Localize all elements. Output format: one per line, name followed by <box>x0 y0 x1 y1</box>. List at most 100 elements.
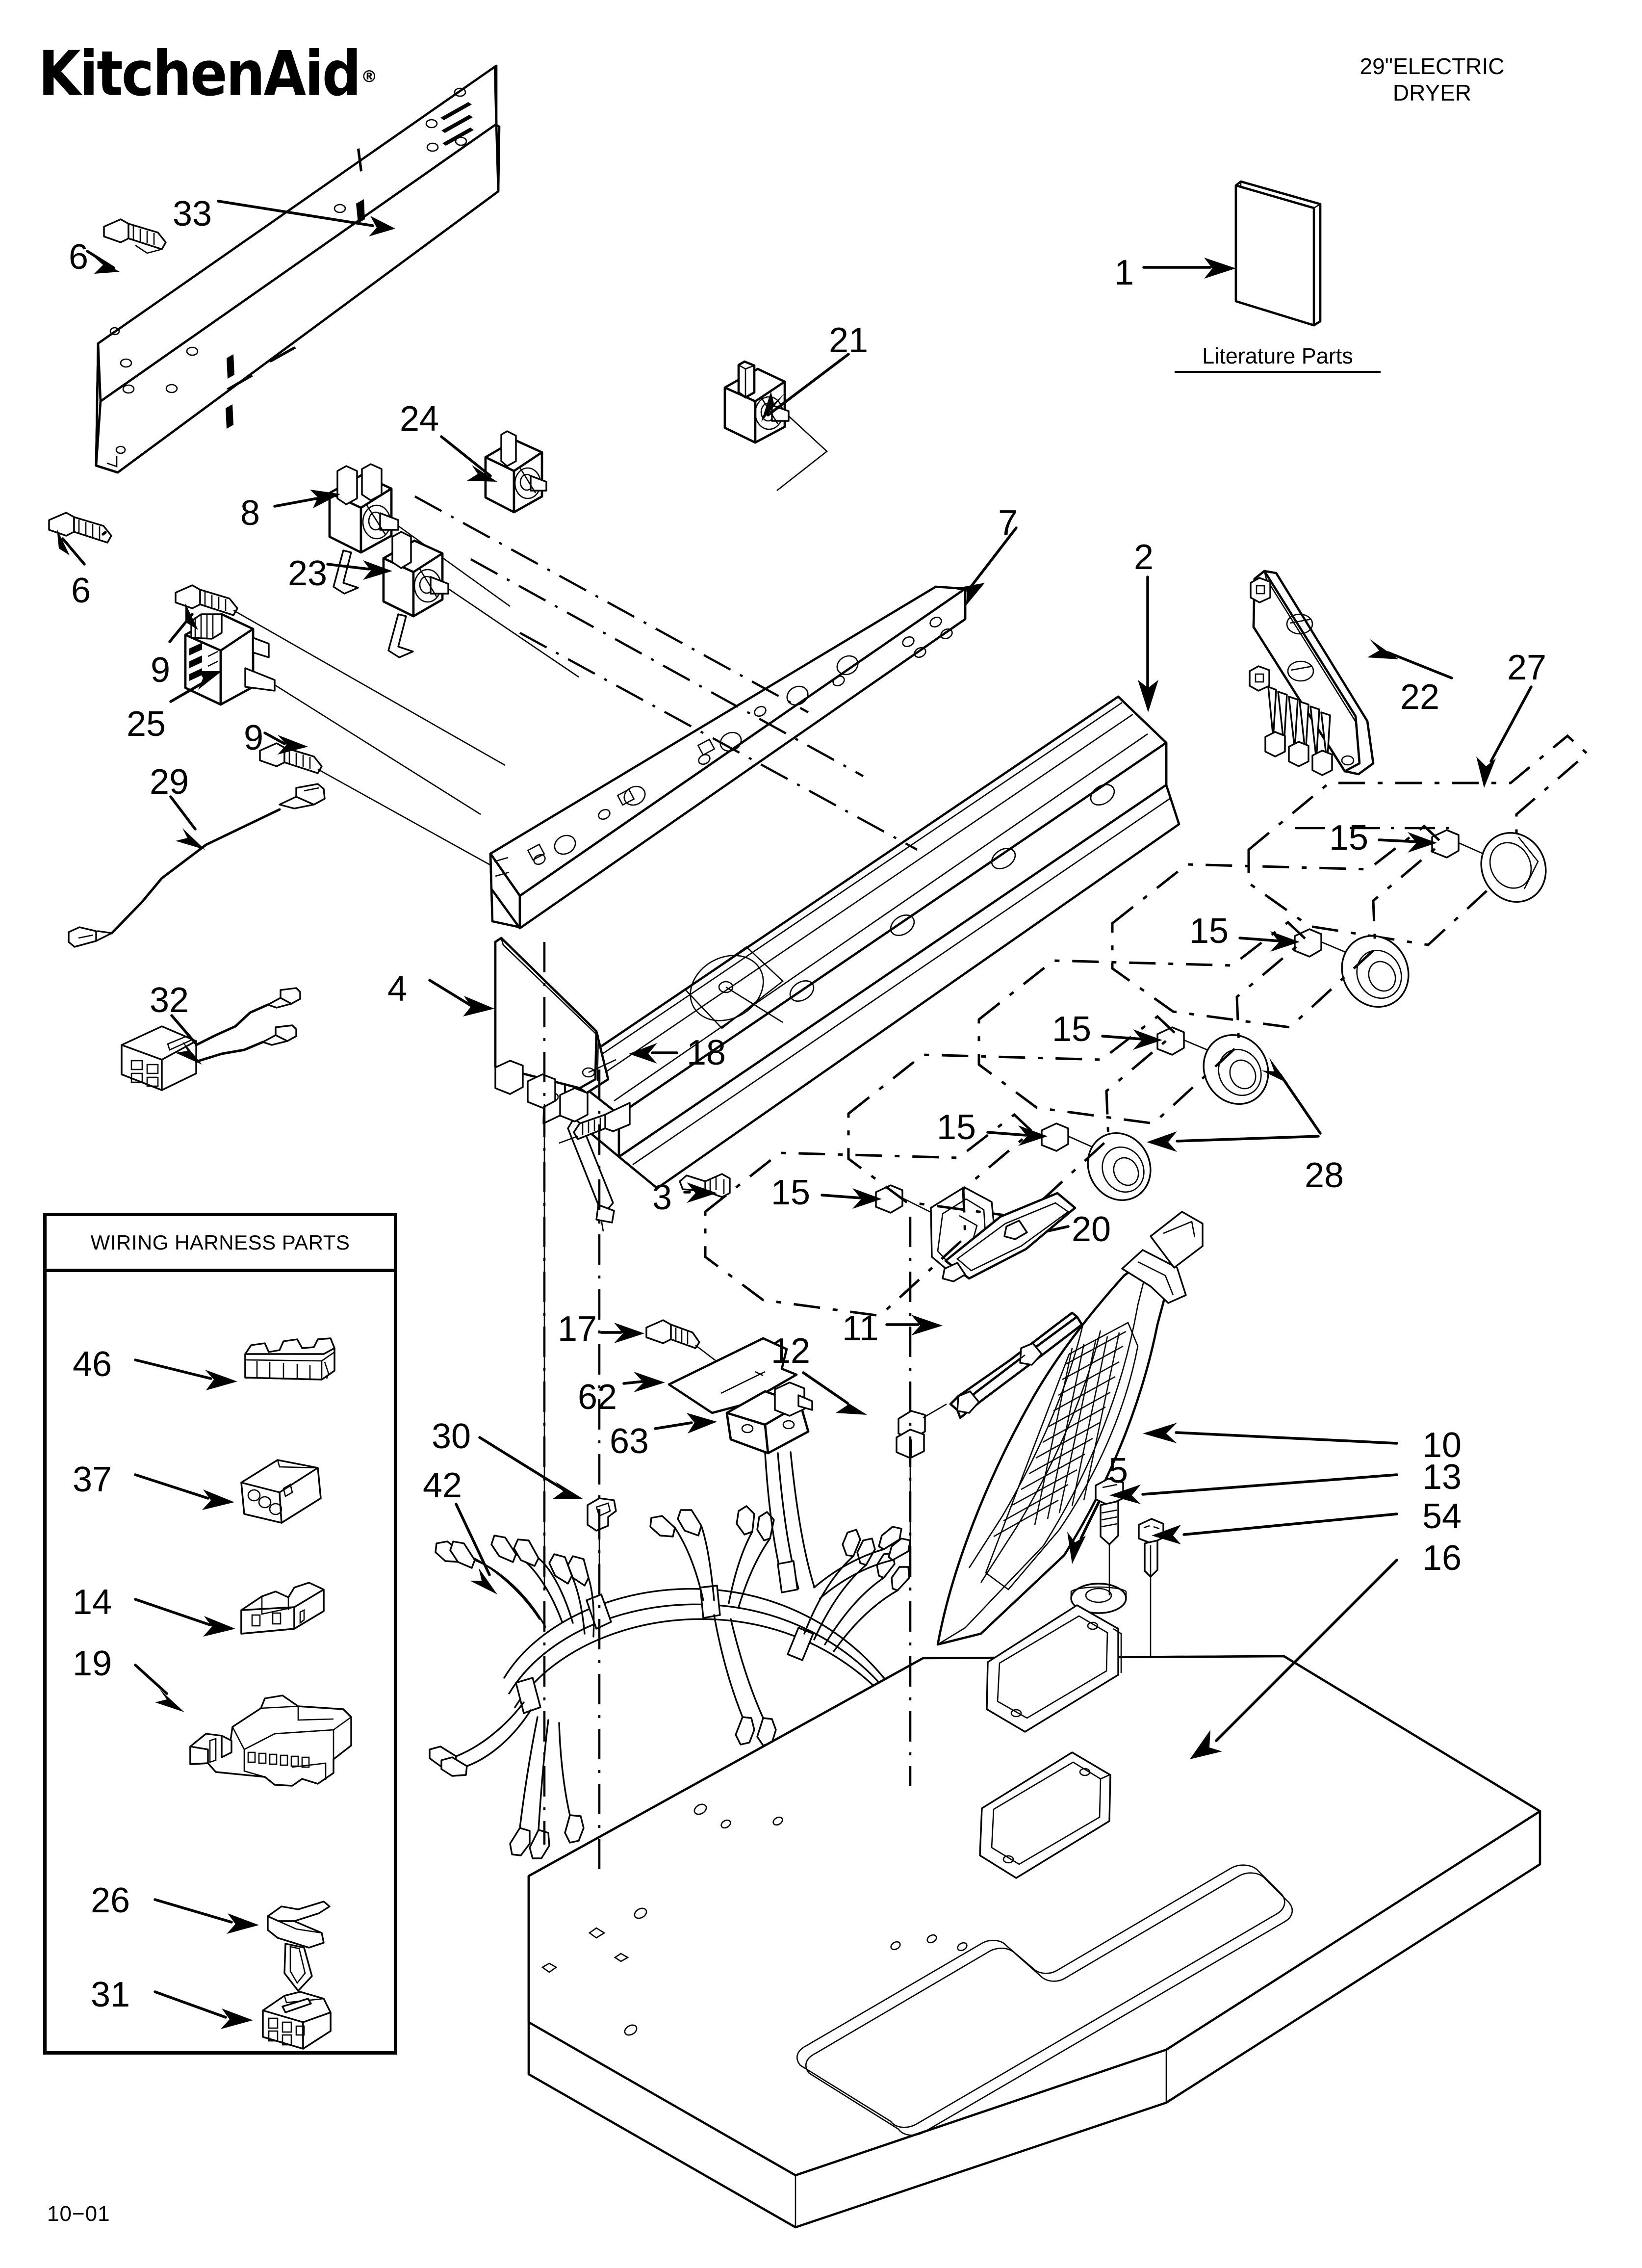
knob-assembly-3 <box>1156 1026 1269 1105</box>
callout-21-push-button-switch: 21 <box>829 321 869 360</box>
wh-callout-37-leader <box>134 1473 234 1510</box>
callout-22-leader <box>1367 639 1453 679</box>
callout-25-leader <box>169 671 222 703</box>
callout-13-hex-screw: 13 <box>1422 1458 1462 1497</box>
callout-15-knob-clip: 15 <box>1329 818 1369 858</box>
wh-callout-19-leader <box>134 1664 184 1712</box>
callout-15-b-leader <box>1238 931 1300 952</box>
knob-assembly-1 <box>1431 829 1547 903</box>
part-22-console-end-cap-bracket <box>1249 570 1375 776</box>
lint-screen-cover-frame <box>942 1192 1077 1282</box>
callout-17-terminal-block-screw: 17 <box>558 1309 597 1349</box>
callout-26-wire-clip: 26 <box>91 1881 130 1920</box>
callout-9-upper-leader <box>168 603 198 643</box>
callout-63-leader <box>654 1413 717 1434</box>
callout-3-leader <box>683 1182 717 1203</box>
callout-5-grommet: 5 <box>1108 1451 1129 1490</box>
callout-24-rotary-switch: 24 <box>400 399 439 439</box>
wh-part-14-two-pin-connector <box>240 1582 325 1635</box>
callout-11-leader <box>885 1315 943 1335</box>
callout-15-knob-clip: 15 <box>771 1173 811 1212</box>
registered-trademark-icon: ® <box>360 67 378 87</box>
callout-11-door-switch-rod: 11 <box>842 1309 879 1348</box>
wiring-harness-parts-box: WIRING HARNESS PARTS <box>43 1213 397 2055</box>
part-9-switch-screw-lower <box>259 742 506 874</box>
callout-15-knob-clip: 15 <box>1189 912 1229 951</box>
callout-23-leader <box>326 560 392 580</box>
callout-4-console-end-cap: 4 <box>387 969 408 1009</box>
callout-4-leader <box>428 979 494 1017</box>
part-28-group-outlines <box>704 824 1444 1317</box>
callout-13-leader <box>1109 1473 1398 1504</box>
part-11-door-switch-rod <box>949 1311 1083 1419</box>
callout-8-selector-switch: 8 <box>240 494 260 533</box>
callout-17-leader <box>600 1323 644 1343</box>
callout-29-jumper-wire-harness: 29 <box>150 762 189 802</box>
callout-62-leader <box>622 1372 665 1392</box>
part-2-console-rear-panel <box>542 695 1180 1232</box>
wh-callout-14-leader <box>134 1598 235 1637</box>
callout-21-leader <box>761 353 850 422</box>
callout-37-three-hole-connector: 37 <box>73 1460 112 1499</box>
wh-part-19-wide-ribbon-connector <box>189 1694 352 1787</box>
callout-30-harness-clip: 30 <box>432 1417 471 1456</box>
part-8-selector-switch <box>328 463 511 607</box>
knob-assembly-4 <box>1041 1122 1152 1201</box>
callout-32-adapter-wire-harness: 32 <box>150 981 189 1020</box>
callout-19-wide-ribbon-connector: 19 <box>73 1644 112 1683</box>
callout-28-leader <box>1147 1058 1322 1152</box>
model-appliance: DRYER <box>1392 80 1472 106</box>
part-32-adapter-wire-harness <box>121 987 301 1091</box>
callout-6-panel-screw: 6 <box>71 571 91 610</box>
callout-54-leader <box>1152 1512 1398 1544</box>
callout-32-leader <box>170 1014 202 1065</box>
model-size-type: 29"ELECTRIC <box>1360 53 1505 79</box>
callout-18-leader <box>629 1043 678 1064</box>
assembly-alignment-lines <box>414 495 1452 1874</box>
part-6-panel-screw-upper <box>103 218 167 254</box>
callout-3-mounting-screw: 3 <box>652 1178 672 1217</box>
callout-14-two-pin-connector: 14 <box>73 1583 112 1622</box>
part-27-knob-group-outline <box>1247 734 1589 946</box>
part-1-literature-booklet <box>1234 180 1322 327</box>
brand-wordmark: KitchenAid <box>38 38 361 110</box>
callout-31-six-pin-connector: 31 <box>91 1975 130 2014</box>
part-33-rear-access-panel <box>95 64 501 474</box>
part-25-timer <box>184 613 481 815</box>
part-7-console-mounting-bracket <box>489 585 967 930</box>
part-4-console-end-cap <box>494 937 616 1590</box>
part-24-rotary-switch <box>484 430 547 514</box>
page-title: 29"ELECTRIC DRYER <box>1295 53 1569 106</box>
callout-42-leader <box>455 1503 497 1594</box>
part-6-panel-screw-lower <box>48 512 112 544</box>
wh-callout-31-leader <box>154 1990 253 2029</box>
callout-1-literature-booklet: 1 <box>1114 253 1134 292</box>
callout-27-knob-group-27: 27 <box>1507 648 1547 687</box>
wh-callout-26-leader <box>154 1898 259 1934</box>
callout-15-knob-clip: 15 <box>1052 1010 1092 1049</box>
callout-29-leader <box>169 795 205 850</box>
callout-33-leader <box>217 200 395 236</box>
part-29-jumper-wire-harness <box>68 783 326 948</box>
part-16-cabinet-top-panel <box>527 1604 1541 2229</box>
callout-12-leader <box>802 1371 867 1415</box>
callout-15-e-leader <box>821 1188 882 1209</box>
wh-part-31-six-pin-connector <box>262 1991 332 2050</box>
part-63-terminal-block <box>725 1382 813 1455</box>
part-10-lint-screen <box>936 1211 1204 1646</box>
wh-part-26-wire-clip <box>267 1901 331 1992</box>
callout-7-leader <box>953 526 1018 605</box>
callout-10-lint-screen: 10 <box>1422 1426 1462 1465</box>
callout-27-leader <box>1476 685 1533 788</box>
callout-24-leader <box>440 435 497 482</box>
callout-15-c-leader <box>1101 1029 1162 1050</box>
callout-42-main-wire-harness: 42 <box>423 1466 462 1505</box>
callout-9-lower-leader <box>263 731 308 755</box>
part-62-terminal-block-insulator <box>667 1337 798 1414</box>
callout-54-push-pin-clip: 54 <box>1422 1497 1462 1536</box>
callout-30-leader <box>478 1436 584 1499</box>
wh-part-37-three-hole-connector <box>240 1459 322 1524</box>
callout-46-multi-pin-connector: 46 <box>73 1345 112 1384</box>
